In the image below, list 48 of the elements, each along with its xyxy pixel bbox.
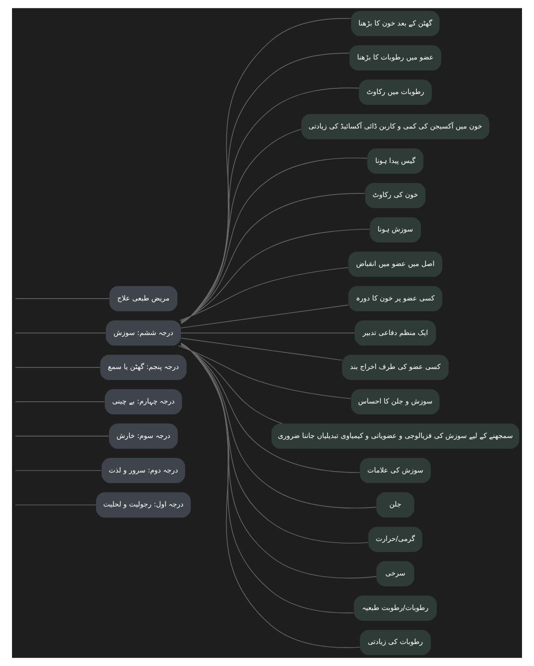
- node-box: گھٹن کے بعد خون کا بڑھنا: [351, 10, 440, 36]
- connector: [15, 470, 102, 471]
- connector: [180, 158, 368, 323]
- node-box: رطوبات کی زیادتی: [360, 630, 431, 656]
- connector: [180, 304, 348, 328]
- node-box: سوزش و جلن کا احساس: [351, 389, 440, 414]
- connector: [180, 343, 368, 544]
- node-box: خون میں آکسیجن کی کمی و کاربن ڈائی آکسائیڈ کی زیادتی: [301, 114, 490, 140]
- connector: [15, 367, 100, 368]
- connector: [180, 343, 377, 578]
- node-box: کسی عضو پر خون کا دورہ: [348, 286, 442, 312]
- node-box: مریض طبعی علاج: [109, 286, 178, 312]
- node-box: درجہ دوم: سرور و لذت: [102, 458, 186, 484]
- connector: [180, 267, 348, 321]
- connector: [15, 298, 110, 299]
- node-box: درجہ سوم: خارش: [109, 424, 178, 449]
- node-box: کسی عضو کی طرف اخراج بند: [342, 354, 449, 380]
- connector: [180, 345, 282, 424]
- connector: [15, 401, 105, 402]
- node-box: گیس پیدا ہونا: [367, 148, 424, 174]
- node-box: رطوبات/رطوبت طبعیہ: [354, 595, 437, 621]
- connector: [180, 344, 377, 508]
- node-box: سوزش ہونا: [370, 217, 421, 242]
- node-box: درجہ پنجم: گھٹن یا سمع: [100, 354, 187, 380]
- node-box: ایک منظم دفاعی تدبیر: [354, 320, 436, 346]
- connector: [180, 228, 370, 322]
- connector: [180, 344, 360, 473]
- connector: [180, 332, 355, 334]
- connector: [180, 338, 342, 361]
- node-box: عضو میں رطوبات کا بڑھنا: [349, 45, 442, 71]
- connector: [15, 504, 96, 506]
- node-box: خون کی رکاوٹ: [365, 182, 426, 208]
- connector: [15, 436, 110, 437]
- node-box: سرخی: [376, 561, 414, 586]
- connector: [180, 88, 360, 324]
- node-box: درجہ اول: رجولیت و لحلیت: [96, 492, 191, 518]
- node-box: سوزش کی علامات: [360, 458, 431, 484]
- node-box: سمجھنے کے لیے سوزش کی فزیالوجی و عضویاتی و کیمیاوی تبدیلیاں جاننا ضروری: [271, 424, 520, 449]
- node-box: درجہ ششم: سوزش: [106, 320, 181, 346]
- node-box: رطوبات میں رکاوٹ: [358, 80, 432, 105]
- node-box: درجہ چہارم: بے چینی: [104, 389, 182, 414]
- node-box: اصل میں عضو میں انقباض: [348, 252, 442, 277]
- connector: [180, 193, 366, 322]
- connector: [15, 332, 106, 334]
- connector: [178, 345, 352, 400]
- connector: [180, 128, 302, 324]
- node-box: گرمی/حرارت: [368, 526, 422, 552]
- node-box: جلن: [376, 492, 414, 518]
